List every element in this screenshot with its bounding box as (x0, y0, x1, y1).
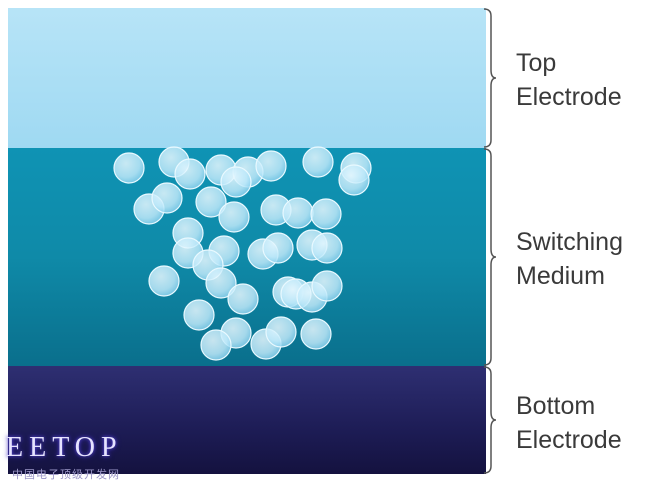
watermark-subtext: 中国电子顶级开发网 (12, 469, 120, 481)
particle (220, 166, 252, 198)
bottom-electrode-label: Bottom Electrode (516, 392, 622, 454)
particle (311, 232, 343, 264)
watermark-logo: EETOP (6, 432, 123, 463)
particle (195, 186, 227, 218)
top-electrode-bracket (483, 8, 496, 148)
top-electrode-label: Top Electrode (516, 49, 622, 111)
particle (148, 265, 180, 297)
particle (200, 329, 232, 361)
bottom-electrode-bracket (483, 366, 496, 474)
particle (265, 316, 297, 348)
switching-medium-bracket (483, 148, 496, 366)
particle (300, 318, 332, 350)
particle (311, 270, 343, 302)
particle (338, 164, 370, 196)
particle (183, 299, 215, 331)
particle (262, 232, 294, 264)
particle (302, 146, 334, 178)
particle (151, 182, 183, 214)
particle (310, 198, 342, 230)
bottom-electrode-layer (8, 366, 486, 474)
particle (227, 283, 259, 315)
particle (205, 267, 237, 299)
switching-medium-label: Switching Medium (516, 228, 623, 290)
particle (255, 150, 287, 182)
particle (282, 197, 314, 229)
particle (174, 158, 206, 190)
particle (113, 152, 145, 184)
particle (218, 201, 250, 233)
top-electrode-layer (8, 8, 486, 148)
